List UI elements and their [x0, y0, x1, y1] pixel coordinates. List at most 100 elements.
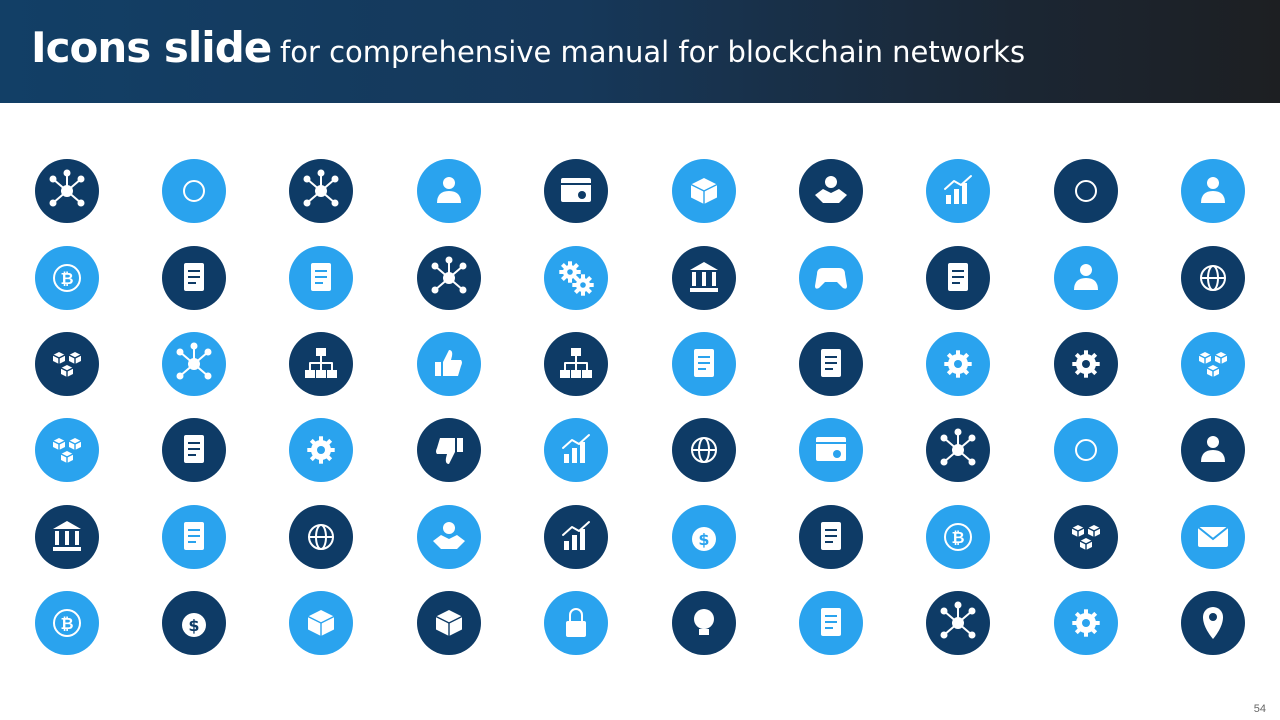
trading-chart-icon: [544, 418, 608, 482]
cloud-hierarchy-icon: [544, 332, 608, 396]
contract-signing-icon-glyph: [184, 522, 204, 550]
secure-browser-icon: [544, 591, 608, 655]
padlock-network-icon: [162, 332, 226, 396]
globe-circuit-icon-glyph: [691, 437, 717, 463]
hexagon-cubes-icon: [35, 418, 99, 482]
crypto-circuit-board-icon-glyph: [1075, 439, 1097, 461]
cube-arrows-icon: [672, 159, 736, 223]
hand-coins-icon: $: [672, 505, 736, 569]
bitcoin-circuit-icon: ₿: [35, 246, 99, 310]
cube-chip-icon-glyph: [435, 610, 463, 636]
performance-gauge-icon: [926, 159, 990, 223]
donate-handshake-icon: [799, 159, 863, 223]
crypto-exchange-network-icon: [417, 246, 481, 310]
bank-dollar-icon: [35, 505, 99, 569]
phone-user-icon: [1181, 418, 1245, 482]
crypto-circuit-board-icon: [1054, 418, 1118, 482]
money-bag-icon: $: [162, 591, 226, 655]
slide-title: Icons slide: [31, 23, 272, 72]
network-hub-icon: [926, 591, 990, 655]
cube-cluster-icon-glyph: [1198, 352, 1228, 377]
hexagon-cubes-icon-glyph: [52, 438, 82, 463]
node-network-icon-glyph: [303, 169, 339, 207]
bank-building-icon: [672, 246, 736, 310]
contract-signing-icon: [162, 505, 226, 569]
cube-box-icon-glyph: [307, 610, 335, 636]
document-search-icon: [162, 246, 226, 310]
crypto-distribution-icon: [162, 159, 226, 223]
user-network-icon: [926, 418, 990, 482]
mining-pick-globe-icon-glyph: [308, 524, 334, 550]
gears-icon-glyph: [559, 261, 594, 296]
crypto-polyhedron-icon: ₿: [35, 591, 99, 655]
idea-growth-chart-icon: [544, 505, 608, 569]
clipboard-settings-icon: [799, 332, 863, 396]
cube-cluster-icon: [1181, 332, 1245, 396]
bitcoin-circuit-icon-glyph: ₿: [53, 264, 81, 292]
bank-dollar-icon-glyph: [53, 521, 81, 551]
title-banner: Icons slide for comprehensive manual for…: [0, 0, 1280, 103]
crypto-distribution-icon-glyph: [183, 180, 205, 202]
gear-growth-chart-icon-glyph: [1072, 350, 1100, 378]
clipboard-checklist-icon: [672, 332, 736, 396]
thumbs-up-check-icon-glyph: [435, 350, 462, 376]
hands-diamond-icon-glyph: [433, 522, 465, 549]
browser-settings-icon-glyph: [816, 437, 846, 461]
gear-user-icon-glyph: [1074, 264, 1098, 290]
checklist-approved-icon-glyph: [311, 263, 331, 291]
checklist-approved-icon: [289, 246, 353, 310]
mining-pick-globe-icon: [289, 505, 353, 569]
buildings-globe-icon-glyph: [1200, 265, 1226, 291]
deal-document-icon: [799, 505, 863, 569]
secure-browser-icon-glyph: [566, 608, 586, 637]
svg-text:$: $: [698, 530, 709, 549]
svg-text:₿: ₿: [60, 269, 73, 288]
invoice-coins-icon-glyph: [184, 435, 204, 463]
bitcoin-coin-icon: ₿: [926, 505, 990, 569]
lightbulb-crypto-icon-glyph: [694, 609, 714, 635]
user-network-icon-glyph: [940, 428, 976, 466]
businessman-icon: [417, 159, 481, 223]
slide-subtitle: for comprehensive manual for blockchain …: [280, 35, 1026, 69]
node-network-icon: [289, 159, 353, 223]
checklist-metrics-icon: [799, 591, 863, 655]
game-controller-icon: [799, 246, 863, 310]
cubes-key-icon-glyph: [1071, 525, 1101, 550]
gear-growth-chart-icon: [1054, 332, 1118, 396]
document-search-icon-glyph: [184, 263, 204, 291]
crypto-polyhedron-icon-glyph: ₿: [53, 609, 81, 637]
clipboard-checklist-icon-glyph: [694, 349, 714, 377]
invoice-coins-icon: [162, 418, 226, 482]
database-settings-icon-glyph: [561, 178, 591, 202]
team-cycle-icon-glyph: [1201, 177, 1225, 203]
puzzle-gear-icon-glyph: [944, 350, 972, 378]
svg-text:₿: ₿: [60, 614, 73, 633]
phone-user-icon-glyph: [1201, 436, 1225, 462]
deal-document-icon-glyph: [821, 522, 841, 550]
crypto-exchange-network-icon-glyph: [431, 256, 467, 294]
bank-building-icon-glyph: [690, 262, 718, 292]
buildings-globe-icon: [1181, 246, 1245, 310]
cube-box-icon: [289, 591, 353, 655]
cube-chain-icon-glyph: [52, 352, 82, 377]
thumbs-down-icon: [417, 418, 481, 482]
bitcoin-coin-icon-glyph: ₿: [944, 523, 972, 551]
clipboard-gear-icon-glyph: [307, 436, 335, 464]
clipboard-gear-icon: [289, 418, 353, 482]
briefcase-gear-icon: [1054, 591, 1118, 655]
lightbulb-crypto-icon: [672, 591, 736, 655]
hands-diamond-icon: [417, 505, 481, 569]
padlock-network-icon-glyph: [176, 342, 212, 380]
location-pin-icon: [1181, 591, 1245, 655]
donate-handshake-icon-glyph: [815, 176, 847, 203]
gears-icon: [544, 246, 608, 310]
browser-settings-icon: [799, 418, 863, 482]
hierarchy-structure-icon-glyph: [305, 348, 337, 378]
puzzle-gear-icon: [926, 332, 990, 396]
performance-gauge-icon-glyph: [944, 175, 972, 204]
envelope-icon-glyph: [1197, 526, 1229, 547]
idea-growth-chart-icon-glyph: [562, 521, 590, 550]
network-hub-icon-glyph: [940, 601, 976, 639]
cube-chain-icon: [35, 332, 99, 396]
clipboard-settings-icon-glyph: [821, 349, 841, 377]
